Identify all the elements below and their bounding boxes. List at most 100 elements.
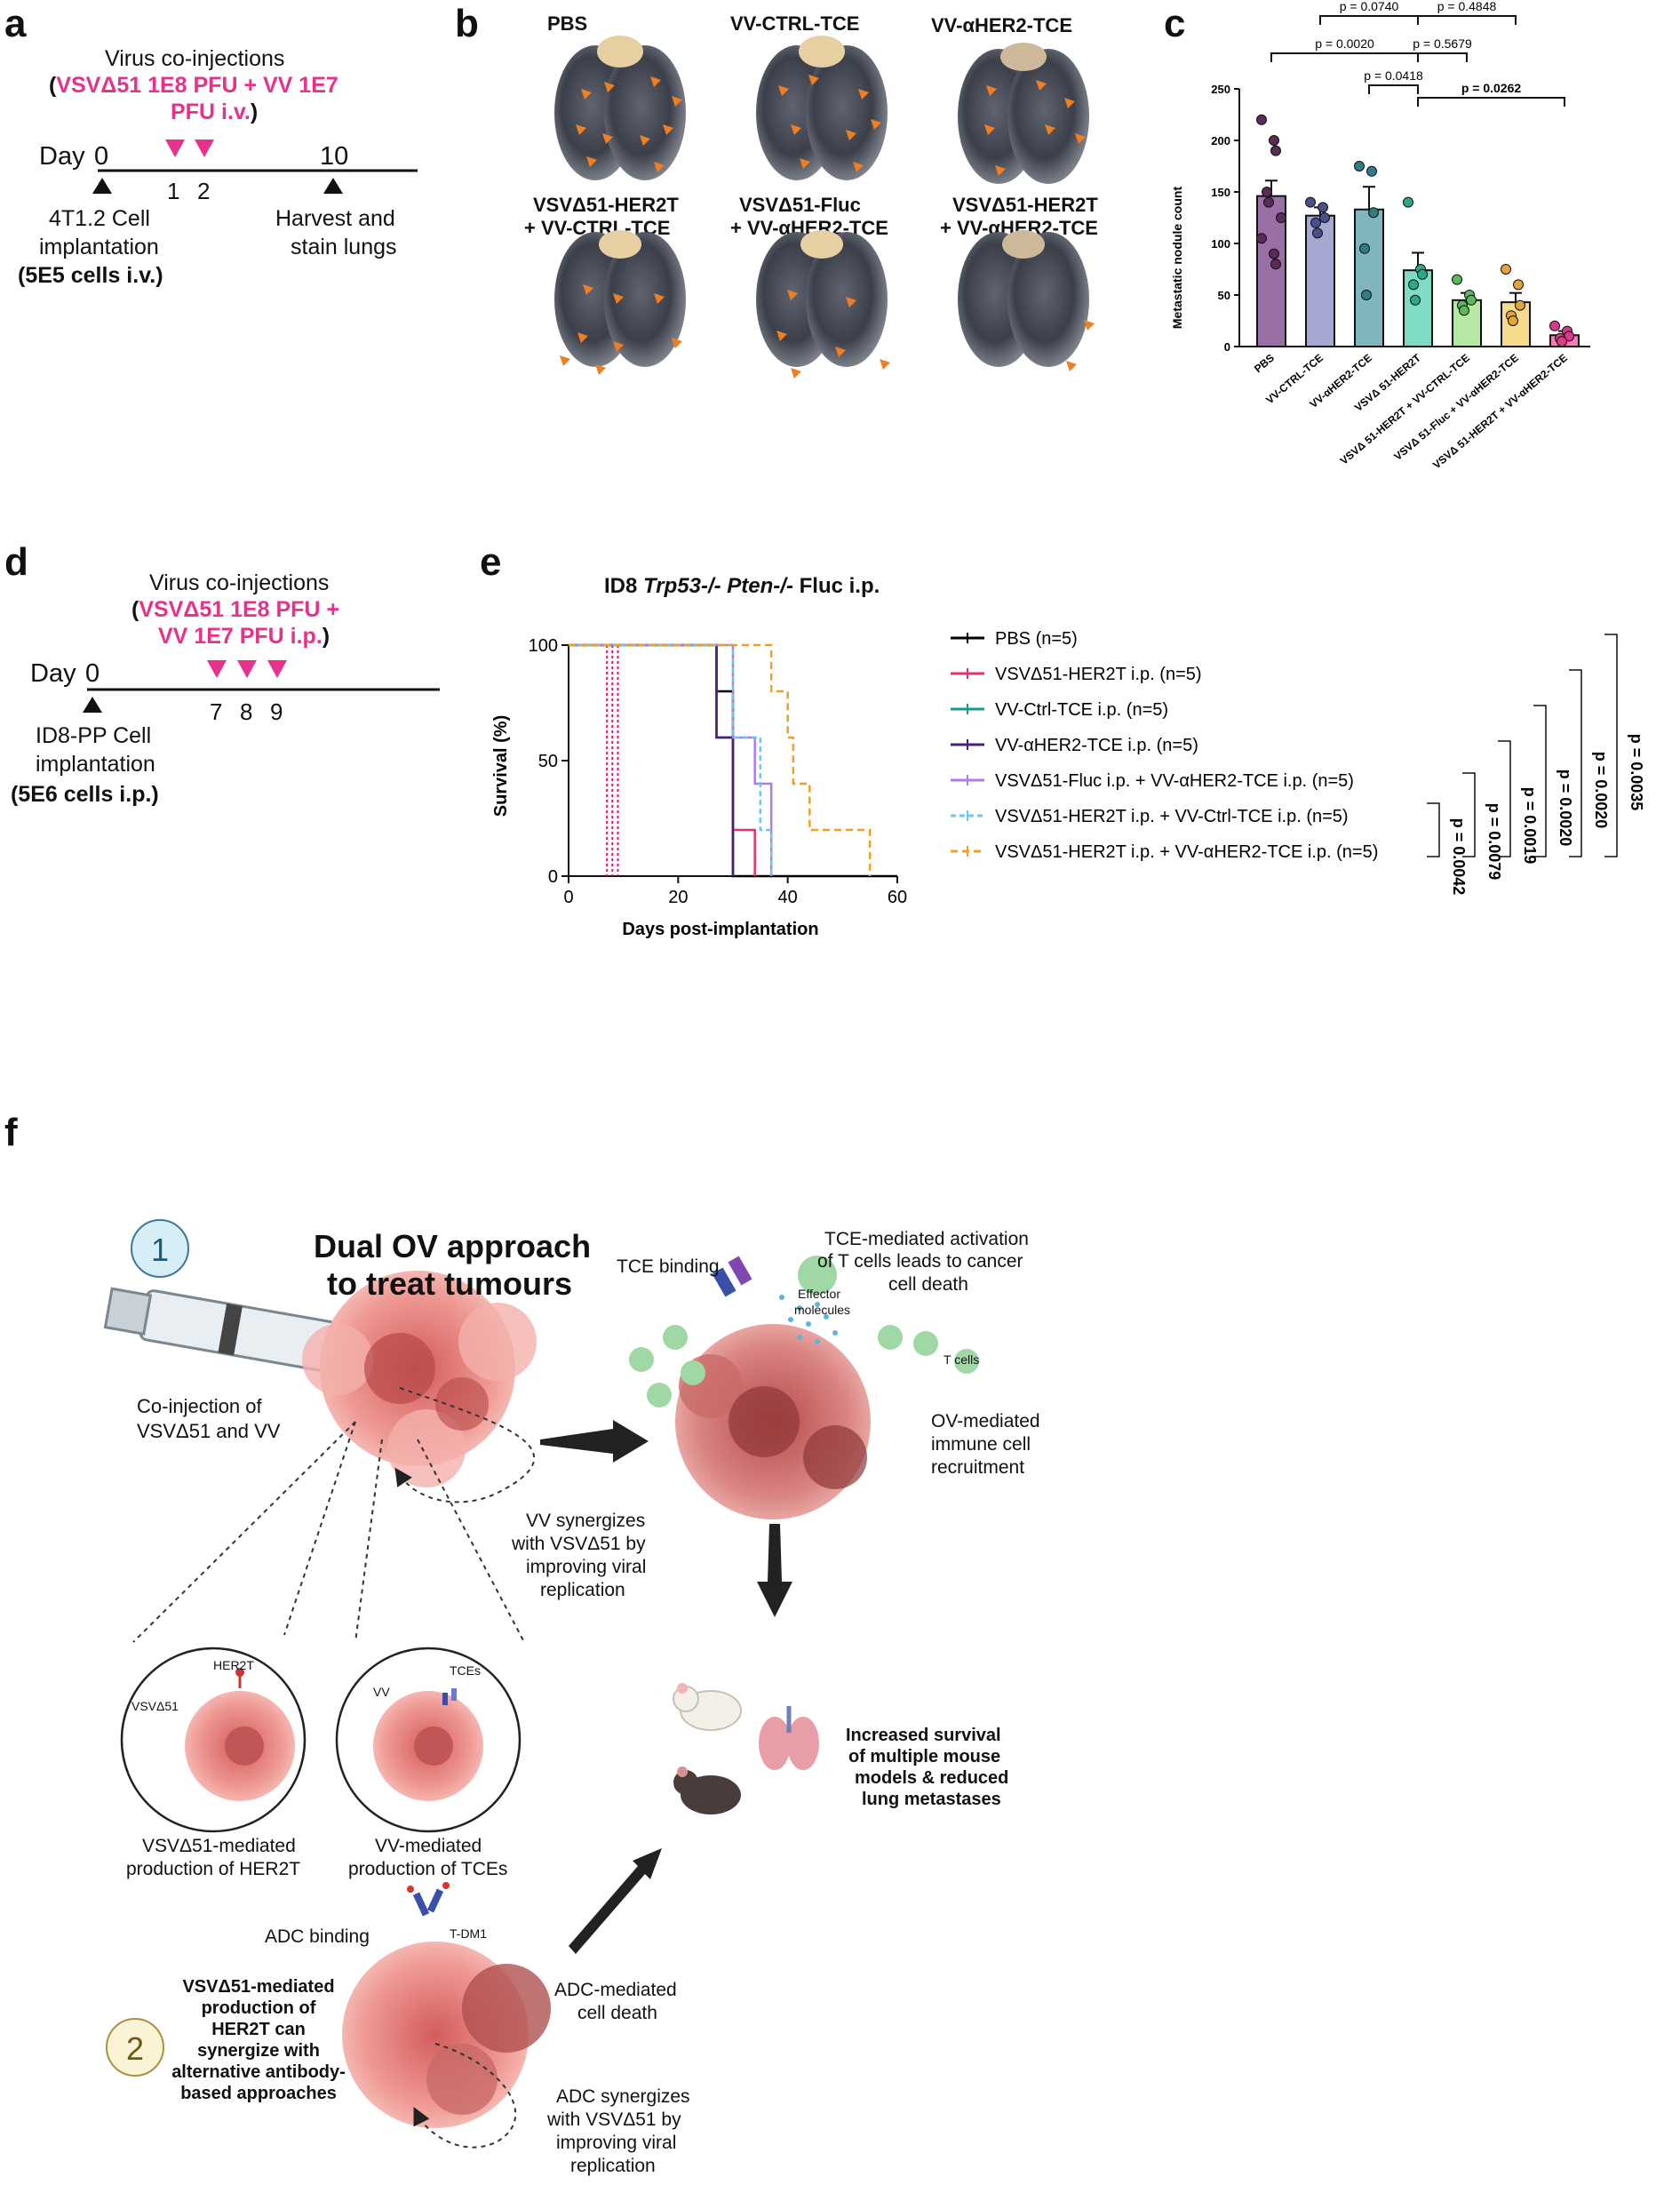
- panel-d-note-3: (5E6 cells i.p.): [11, 782, 159, 807]
- panel-d-note-1: ID8-PP Cell: [36, 723, 152, 748]
- significance-bracket: [1417, 15, 1517, 25]
- zoom-circle-tces: [335, 1647, 522, 1833]
- legend-label: PBS (n=5): [995, 629, 1078, 649]
- data-point: [1501, 264, 1511, 275]
- y-tick-label: 50: [1218, 289, 1230, 302]
- panel-letter-d: d: [4, 540, 28, 584]
- panel-b: PBS VV-CTRL-TCE VV-αHER2-TCE VSVΔ51-HER2…: [498, 0, 1155, 418]
- legend-label: VV-Ctrl-TCE i.p. (n=5): [995, 700, 1168, 720]
- pvalue-bracket: [1427, 802, 1440, 857]
- arrow-right-icon: [540, 1420, 649, 1463]
- panel-b-label-pbs: PBS: [547, 12, 588, 35]
- panel-d-tick-0: 0: [85, 659, 100, 688]
- panel-d-tick-9: 9: [270, 698, 283, 725]
- panel-a-tick-10: 10: [320, 142, 349, 171]
- panel-d-day-label: Day: [30, 659, 76, 688]
- significance-bracket: [1319, 15, 1419, 25]
- pvalue-label: p = 0.0079: [1485, 803, 1503, 881]
- panel-e-lines: [569, 643, 897, 878]
- panel-f-heading-2: to treat tumours: [327, 1265, 573, 1302]
- arrow-down-icon: [757, 1524, 792, 1617]
- panel-b-label-vvctrl: VV-CTRL-TCE: [730, 12, 860, 35]
- data-point: [1515, 299, 1525, 311]
- data-point: [1270, 145, 1281, 156]
- pvalue-label: p = 0.0019: [1521, 787, 1539, 865]
- data-point: [1354, 161, 1365, 171]
- implant-marker-icon: [83, 697, 102, 713]
- significance-bracket: [1417, 97, 1565, 107]
- y-tick-label: 150: [1211, 186, 1230, 199]
- survival-curve: [569, 643, 773, 876]
- injection-marker-icon: [267, 660, 287, 678]
- pvalue-bracket: [1533, 705, 1547, 857]
- lung-image-icon: [756, 230, 888, 367]
- panel-f-schematic: [103, 1219, 979, 2149]
- survival-curve: [569, 643, 735, 876]
- panel-a-note-2: implantation: [39, 235, 159, 259]
- data-point: [1366, 165, 1377, 177]
- lung-image-icon: [958, 43, 1089, 184]
- data-point: [1310, 217, 1321, 228]
- panel-letter-e: e: [480, 540, 502, 584]
- zoom-circle-her2t: [120, 1647, 307, 1833]
- tce-activation-1: TCE-mediated activation: [824, 1229, 1029, 1249]
- data-point: [1312, 227, 1323, 239]
- panel-b-label-6a: VSVΔ51-HER2T: [952, 194, 1098, 216]
- lung-image-icon: [554, 36, 686, 180]
- y-tick-label: 50: [538, 752, 558, 771]
- ov-mediated-3: recruitment: [931, 1457, 1025, 1478]
- panel-a-tick-2: 2: [197, 178, 211, 204]
- data-point: [1269, 135, 1279, 146]
- data-point: [1513, 279, 1524, 291]
- panel-letter-b: b: [455, 2, 479, 45]
- step-1-badge: [131, 1219, 189, 1278]
- pvalue-bracket: [1462, 772, 1476, 857]
- effector-molecule-icons: [779, 1295, 838, 1344]
- effector-1: Effector: [798, 1287, 840, 1301]
- panel-a-tick-1: 1: [167, 178, 180, 204]
- vsv-label: VSVΔ51: [131, 1699, 179, 1713]
- her2t-label: HER2T: [213, 1658, 254, 1672]
- x-tick-label: 60: [888, 888, 907, 907]
- injection-marker-icon: [237, 660, 257, 678]
- y-tick-label: 0: [548, 867, 558, 887]
- panel-b-lung-images: [554, 36, 1095, 379]
- tumour-icon: [675, 1324, 871, 1519]
- y-tick-label: 250: [1211, 83, 1230, 96]
- bar: [1403, 269, 1433, 347]
- panel-e-ylabel: Survival (%): [491, 715, 511, 817]
- step-2-badge: [106, 2018, 164, 2077]
- data-point: [1256, 114, 1267, 125]
- coinjection-2: VSVΔ51 and VV: [137, 1420, 281, 1442]
- harvest-marker-icon: [323, 178, 343, 194]
- data-point: [1276, 212, 1286, 223]
- nodule-arrow-icons: [560, 75, 1095, 379]
- y-tick-label: 100: [529, 636, 558, 656]
- data-point: [1459, 305, 1469, 316]
- panel-c-bars: [1256, 114, 1580, 347]
- injection-marker-icon: [165, 140, 185, 157]
- tce-activation-2: of T cells leads to cancer: [817, 1251, 1023, 1272]
- ov-mediated-2: immune cell: [931, 1434, 1031, 1455]
- tce-activation-3: cell death: [888, 1274, 968, 1295]
- vsv-production-2: production of HER2T: [126, 1859, 301, 1879]
- legend-label: VSVΔ51-Fluc i.p. + VV-αHER2-TCE i.p. (n=…: [995, 771, 1354, 791]
- x-tick-label: PBS: [1252, 352, 1277, 376]
- panel-b-label-4a: VSVΔ51-HER2T: [533, 194, 679, 216]
- vv-synergy-4: replication: [540, 1580, 625, 1600]
- data-point: [1263, 196, 1274, 208]
- panel-f-heading-1: Dual OV approach: [314, 1228, 592, 1264]
- data-point: [1359, 243, 1370, 254]
- legend-label: VSVΔ51-HER2T i.p. + VV-Ctrl-TCE i.p. (n=…: [995, 807, 1349, 826]
- panel-e-xlabel: Days post-implantation: [622, 920, 818, 939]
- panel-b-label-5a: VSVΔ51-Fluc: [739, 194, 861, 216]
- effector-2: molecules: [794, 1303, 851, 1317]
- significance-bracket: [1270, 52, 1419, 62]
- panel-b-label-vvher2: VV-αHER2-TCE: [931, 14, 1072, 36]
- panel-e-legend: PBS (n=5)VSVΔ51-HER2T i.p. (n=5)VV-Ctrl-…: [951, 629, 1378, 862]
- y-tick-label: 200: [1211, 134, 1230, 148]
- data-point: [1466, 294, 1477, 306]
- survival-curve: [569, 643, 735, 876]
- data-point: [1270, 259, 1281, 270]
- lung-image-icon: [756, 36, 888, 180]
